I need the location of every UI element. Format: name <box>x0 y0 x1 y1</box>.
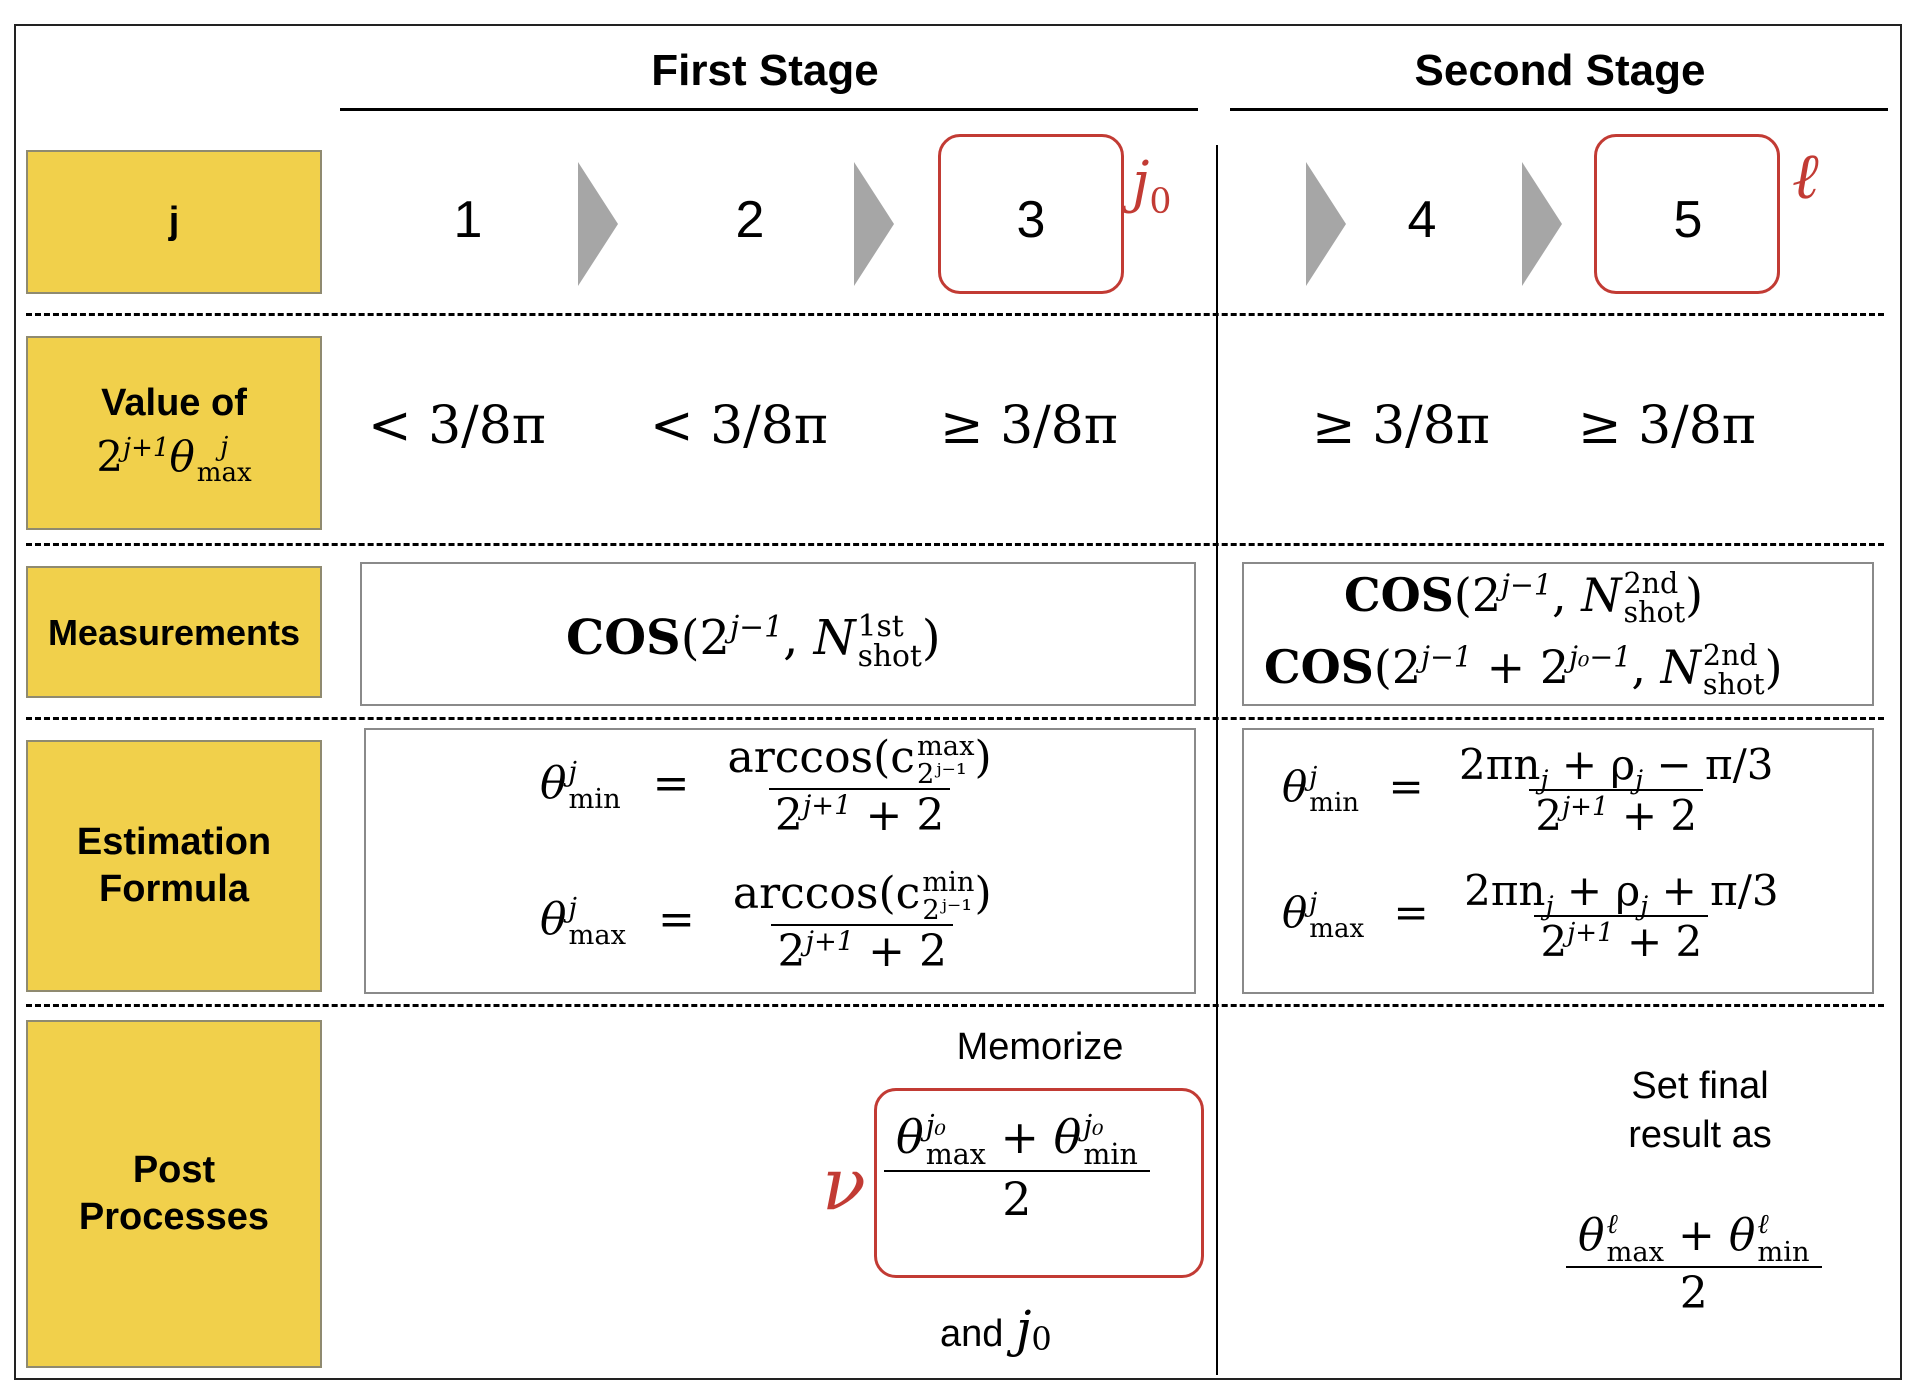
j-value-5: 5 <box>1673 191 1703 249</box>
j-value-4: 4 <box>1407 191 1437 249</box>
row-label-estimation: Estimation Formula <box>26 740 322 992</box>
ell-marker: ℓ <box>1792 140 1819 214</box>
row-separator <box>26 717 1884 720</box>
memorize-highlight-box <box>874 1088 1204 1278</box>
row-label-estimation-line1: Estimation <box>76 820 272 863</box>
row-label-post-line2: Processes <box>78 1196 270 1238</box>
memorize-text: Memorize <box>956 1026 1124 1068</box>
stage-divider <box>1216 145 1218 1375</box>
j-value-2: 2 <box>735 191 765 249</box>
chevron-right-icon <box>854 162 894 286</box>
j0-highlight-box <box>938 134 1124 294</box>
ell-highlight-box <box>1594 134 1780 294</box>
condition-j4: ≥ 3/8π <box>1312 396 1490 456</box>
chevron-right-icon <box>1306 162 1346 286</box>
measurement-box-first <box>360 562 1196 706</box>
estimation-box-first <box>364 728 1196 994</box>
table-frame <box>14 24 1902 1380</box>
row-label-value-line1: Value of <box>101 381 247 424</box>
second-stage-title: Second Stage <box>1414 46 1706 95</box>
row-label-post-line1: Post <box>132 1148 216 1191</box>
chevron-right-icon <box>578 162 618 286</box>
row-separator <box>26 313 1884 316</box>
final-result-text: Set final result as <box>1628 1065 1772 1157</box>
row-label-j: j <box>26 150 322 294</box>
estimation-box-second <box>1242 728 1874 994</box>
first-stage-title: First Stage <box>651 46 879 95</box>
row-label-measurements-text: Measurements <box>47 611 301 653</box>
condition-j1: < 3/8π <box>368 396 546 456</box>
row-label-measurements: Measurements <box>26 566 322 698</box>
nu-marker: ν <box>822 1142 866 1226</box>
row-separator <box>26 1004 1884 1007</box>
and-j0-text: and j0 <box>940 1300 1052 1359</box>
row-label-estimation-line2: Formula <box>99 868 249 910</box>
second-stage-underline <box>1230 108 1888 111</box>
row-separator <box>26 543 1884 546</box>
j-value-3: 3 <box>1016 191 1046 249</box>
chevron-right-icon <box>1522 162 1562 286</box>
first-stage-underline <box>340 108 1198 111</box>
j-value-1: 1 <box>453 191 483 249</box>
condition-j5: ≥ 3/8π <box>1578 396 1756 456</box>
row-label-j-text: j <box>168 200 180 243</box>
condition-j2: < 3/8π <box>650 396 828 456</box>
condition-j3: ≥ 3/8π <box>940 396 1118 456</box>
j0-marker: j0 <box>1132 150 1172 223</box>
row-label-post: Post Processes <box>26 1020 322 1368</box>
measurement-box-second <box>1242 562 1874 706</box>
